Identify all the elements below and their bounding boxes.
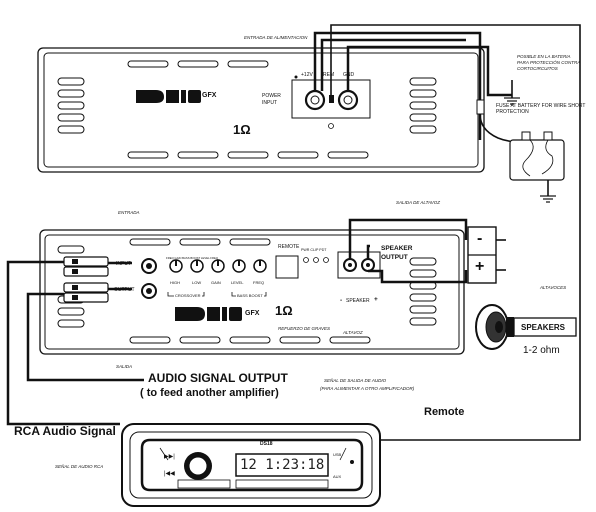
remote-port-label: REMOTE: [278, 244, 300, 250]
bottom-ohm-label: 1Ω: [275, 303, 293, 318]
head-unit: [121, 423, 381, 507]
audio-out-subtitle: ( to feed another amplifier): [140, 387, 279, 399]
usb-label: USB: [333, 452, 342, 457]
top-ohm-label: 1Ω: [233, 122, 251, 137]
power-input-es-label: ENTRADA DE ALIMENTACION: [244, 35, 308, 40]
top-amplifier: [37, 47, 485, 173]
knob-label-freq: FREQ: [253, 280, 265, 285]
audio-out-es-subtitle: (PARA ALIMENTAR A OTRO AMPLIFICADOR): [320, 386, 415, 391]
input-label: INPUT: [116, 261, 131, 267]
speaker-wires: [348, 218, 506, 284]
impedance-label: 1-2 ohm: [523, 345, 560, 356]
speaker-cone: [475, 304, 577, 350]
speaker-output-label: SPEAKER OUTPUT: [381, 245, 413, 261]
rca-cables: [6, 256, 144, 426]
terminal-minus-sign: -: [477, 230, 483, 247]
terminal-plus-sign: +: [475, 258, 485, 275]
battery: [476, 99, 565, 203]
knob-label-high: HIGH: [170, 280, 180, 285]
knob-label-low: LOW: [192, 280, 202, 285]
next-track-icon[interactable]: ▶▶|: [164, 454, 175, 460]
remote-label: Remote: [424, 406, 465, 418]
bottom-model-label: GFX: [245, 310, 260, 317]
head-unit-brand: DS18: [260, 441, 273, 447]
top-model-label: GFX: [202, 92, 217, 99]
altavoz-label: ALTAVOZ: [343, 330, 363, 335]
output-label: OUTPUT: [114, 287, 135, 293]
knob-labels-top: FREQ GAIN BASS BOOST LEVEL FREQ: [166, 256, 219, 260]
knob-label-gain: GAIN: [211, 280, 221, 285]
knob-label-level: LEVEL: [231, 280, 244, 285]
speaker-label: SPEAKER: [346, 298, 370, 304]
power-wires: [313, 24, 581, 378]
head-unit-display: 12 1:23:18: [240, 457, 325, 473]
terminal-rem-label: REM: [323, 72, 335, 78]
terminal-12v-label: +12V: [301, 72, 313, 78]
rca-es-label: SEÑAL DE AUDIO RCA: [55, 464, 104, 469]
top-brand-logo: [136, 90, 201, 103]
remote-wire: [380, 378, 581, 441]
rca-label: RCA Audio Signal: [14, 424, 116, 438]
bass-boost-label: BASS BOOST: [236, 293, 264, 298]
entrada-label: ENTRADA: [118, 210, 140, 215]
speaker-minus-sign: -: [340, 297, 343, 304]
speaker-plus-sign: +: [374, 296, 378, 303]
crossover-label: CROSSOVER: [174, 293, 202, 298]
fuse-es-label: POSIBLE EN LA BATERIA PARA PROTECCIÓN CO…: [517, 54, 581, 71]
previous-track-icon[interactable]: |◀◀: [164, 471, 175, 477]
audio-out-title: AUDIO SIGNAL OUTPUT: [148, 371, 288, 385]
aux-label: AUX: [333, 474, 342, 479]
salida-altavoz-label: SALIDA DE ALTAVOZ: [396, 200, 441, 205]
audio-out-es-title: SEÑAL DE SALIDA DE AUDIO: [324, 378, 387, 383]
altavoces-label: ALTAVOCES: [540, 285, 567, 290]
terminal-gnd-label: GND: [343, 72, 355, 78]
bottom-amplifier: [39, 229, 465, 355]
speakers-label: SPEAKERS: [521, 323, 566, 332]
refuerzo-label: REFUERZO DE GRAVES: [278, 326, 331, 331]
salida-label: SALIDA: [116, 364, 133, 369]
fuse-label: FUSE AT BATTERY FOR WIRE SHORT PROTECTIO…: [496, 103, 586, 115]
led-labels: PWR CLIP PDT: [301, 248, 327, 252]
bottom-brand-logo: [175, 307, 242, 321]
power-input-label: POWER INPUT: [262, 93, 281, 106]
